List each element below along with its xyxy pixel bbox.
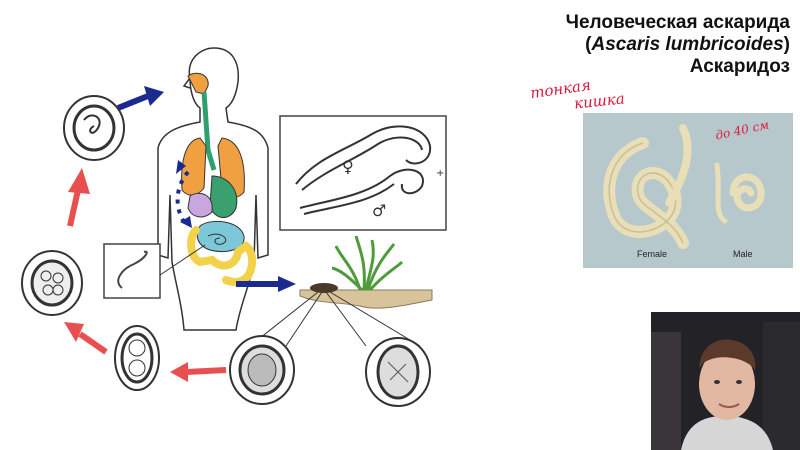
small-intestine (196, 220, 245, 252)
presenter-face (699, 348, 755, 420)
egg-morula-left (21, 250, 83, 316)
webcam-overlay (651, 312, 800, 450)
plus-symbol: + (436, 168, 444, 179)
worm-photo: Female Male до 40 см (583, 113, 793, 268)
title-line-3: Аскаридоз (689, 56, 790, 77)
title-line-1: Человеческая аскарида (565, 12, 790, 33)
female-label: Female (637, 249, 668, 259)
liver (187, 192, 213, 218)
arrow-to-body (116, 93, 150, 111)
page-title: Человеческая аскарида (Ascaris lumbricoi… (470, 12, 790, 78)
colon (187, 226, 257, 286)
face-nose (182, 77, 191, 89)
male-label: Male (733, 249, 753, 259)
arrow-red-up (67, 189, 81, 227)
esophagus (201, 91, 217, 171)
presenter-video (651, 312, 800, 450)
title-latin: Ascaris lumbricoides (591, 34, 784, 55)
arrow-red-left (185, 367, 227, 375)
left-lung (181, 137, 207, 196)
egg-two-cell (114, 325, 160, 391)
male-symbol: ♂ (372, 201, 386, 220)
soil (299, 289, 433, 309)
egg-embryonated-top (63, 95, 125, 161)
female-symbol: ♀ (342, 157, 354, 176)
grass (331, 235, 404, 292)
arrow-red-left-up (78, 331, 108, 355)
worm-photo-illustration (603, 124, 765, 249)
title-line-2: (Ascaris lumbricoides) (585, 34, 790, 55)
egg-fertilized (229, 335, 295, 405)
small-worm-box (103, 243, 161, 299)
stomach (209, 175, 238, 218)
egg-unfertilized (365, 337, 431, 407)
